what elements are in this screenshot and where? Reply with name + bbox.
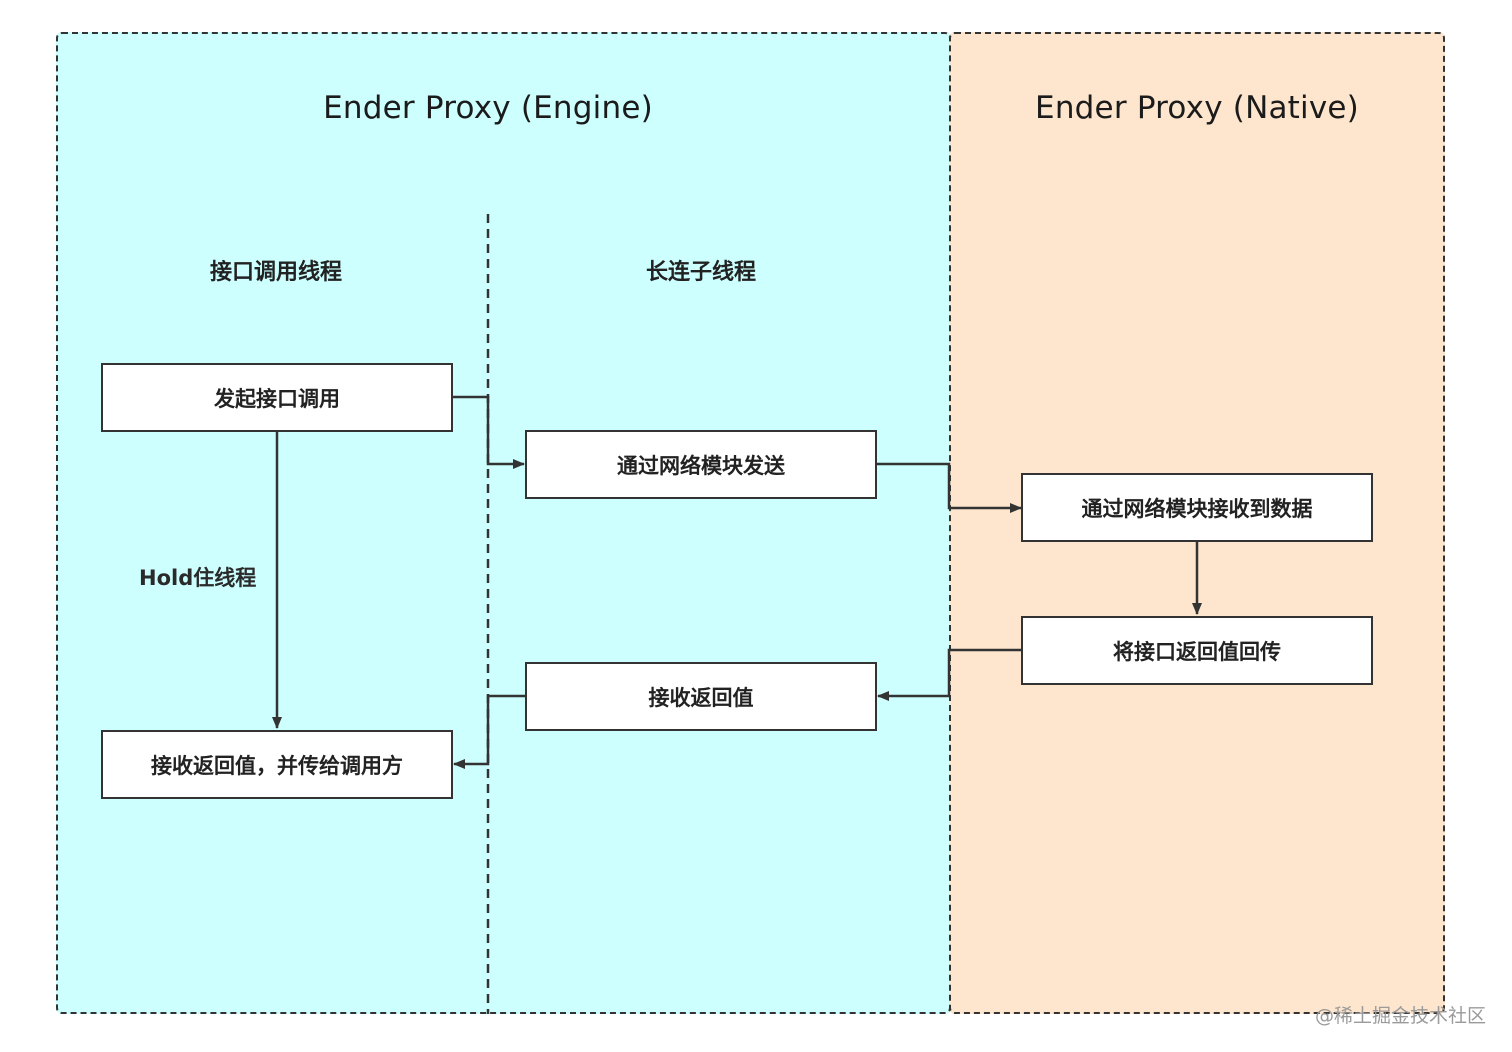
edge-label-hold-thread: Hold住线程 [139,566,257,590]
watermark: @稀土掘金技术社区 [1314,1005,1486,1027]
engine-region-title: Ender Proxy (Engine) [323,90,653,126]
native-region-title: Ender Proxy (Native) [1035,90,1359,126]
node-initiate-call: 发起接口调用 [101,363,453,432]
lane-title-call-thread: 接口调用线程 [209,260,343,285]
engine-region [56,32,951,1014]
node-send-via-network: 通过网络模块发送 [525,430,877,499]
node-receive-return: 接收返回值 [525,662,877,731]
node-receive-return-and-pass: 接收返回值，并传给调用方 [101,730,453,799]
node-receive-data-native: 通过网络模块接收到数据 [1021,473,1373,542]
lane-title-long-connection-thread: 长连子线程 [645,260,757,285]
node-send-back-return: 将接口返回值回传 [1021,616,1373,685]
